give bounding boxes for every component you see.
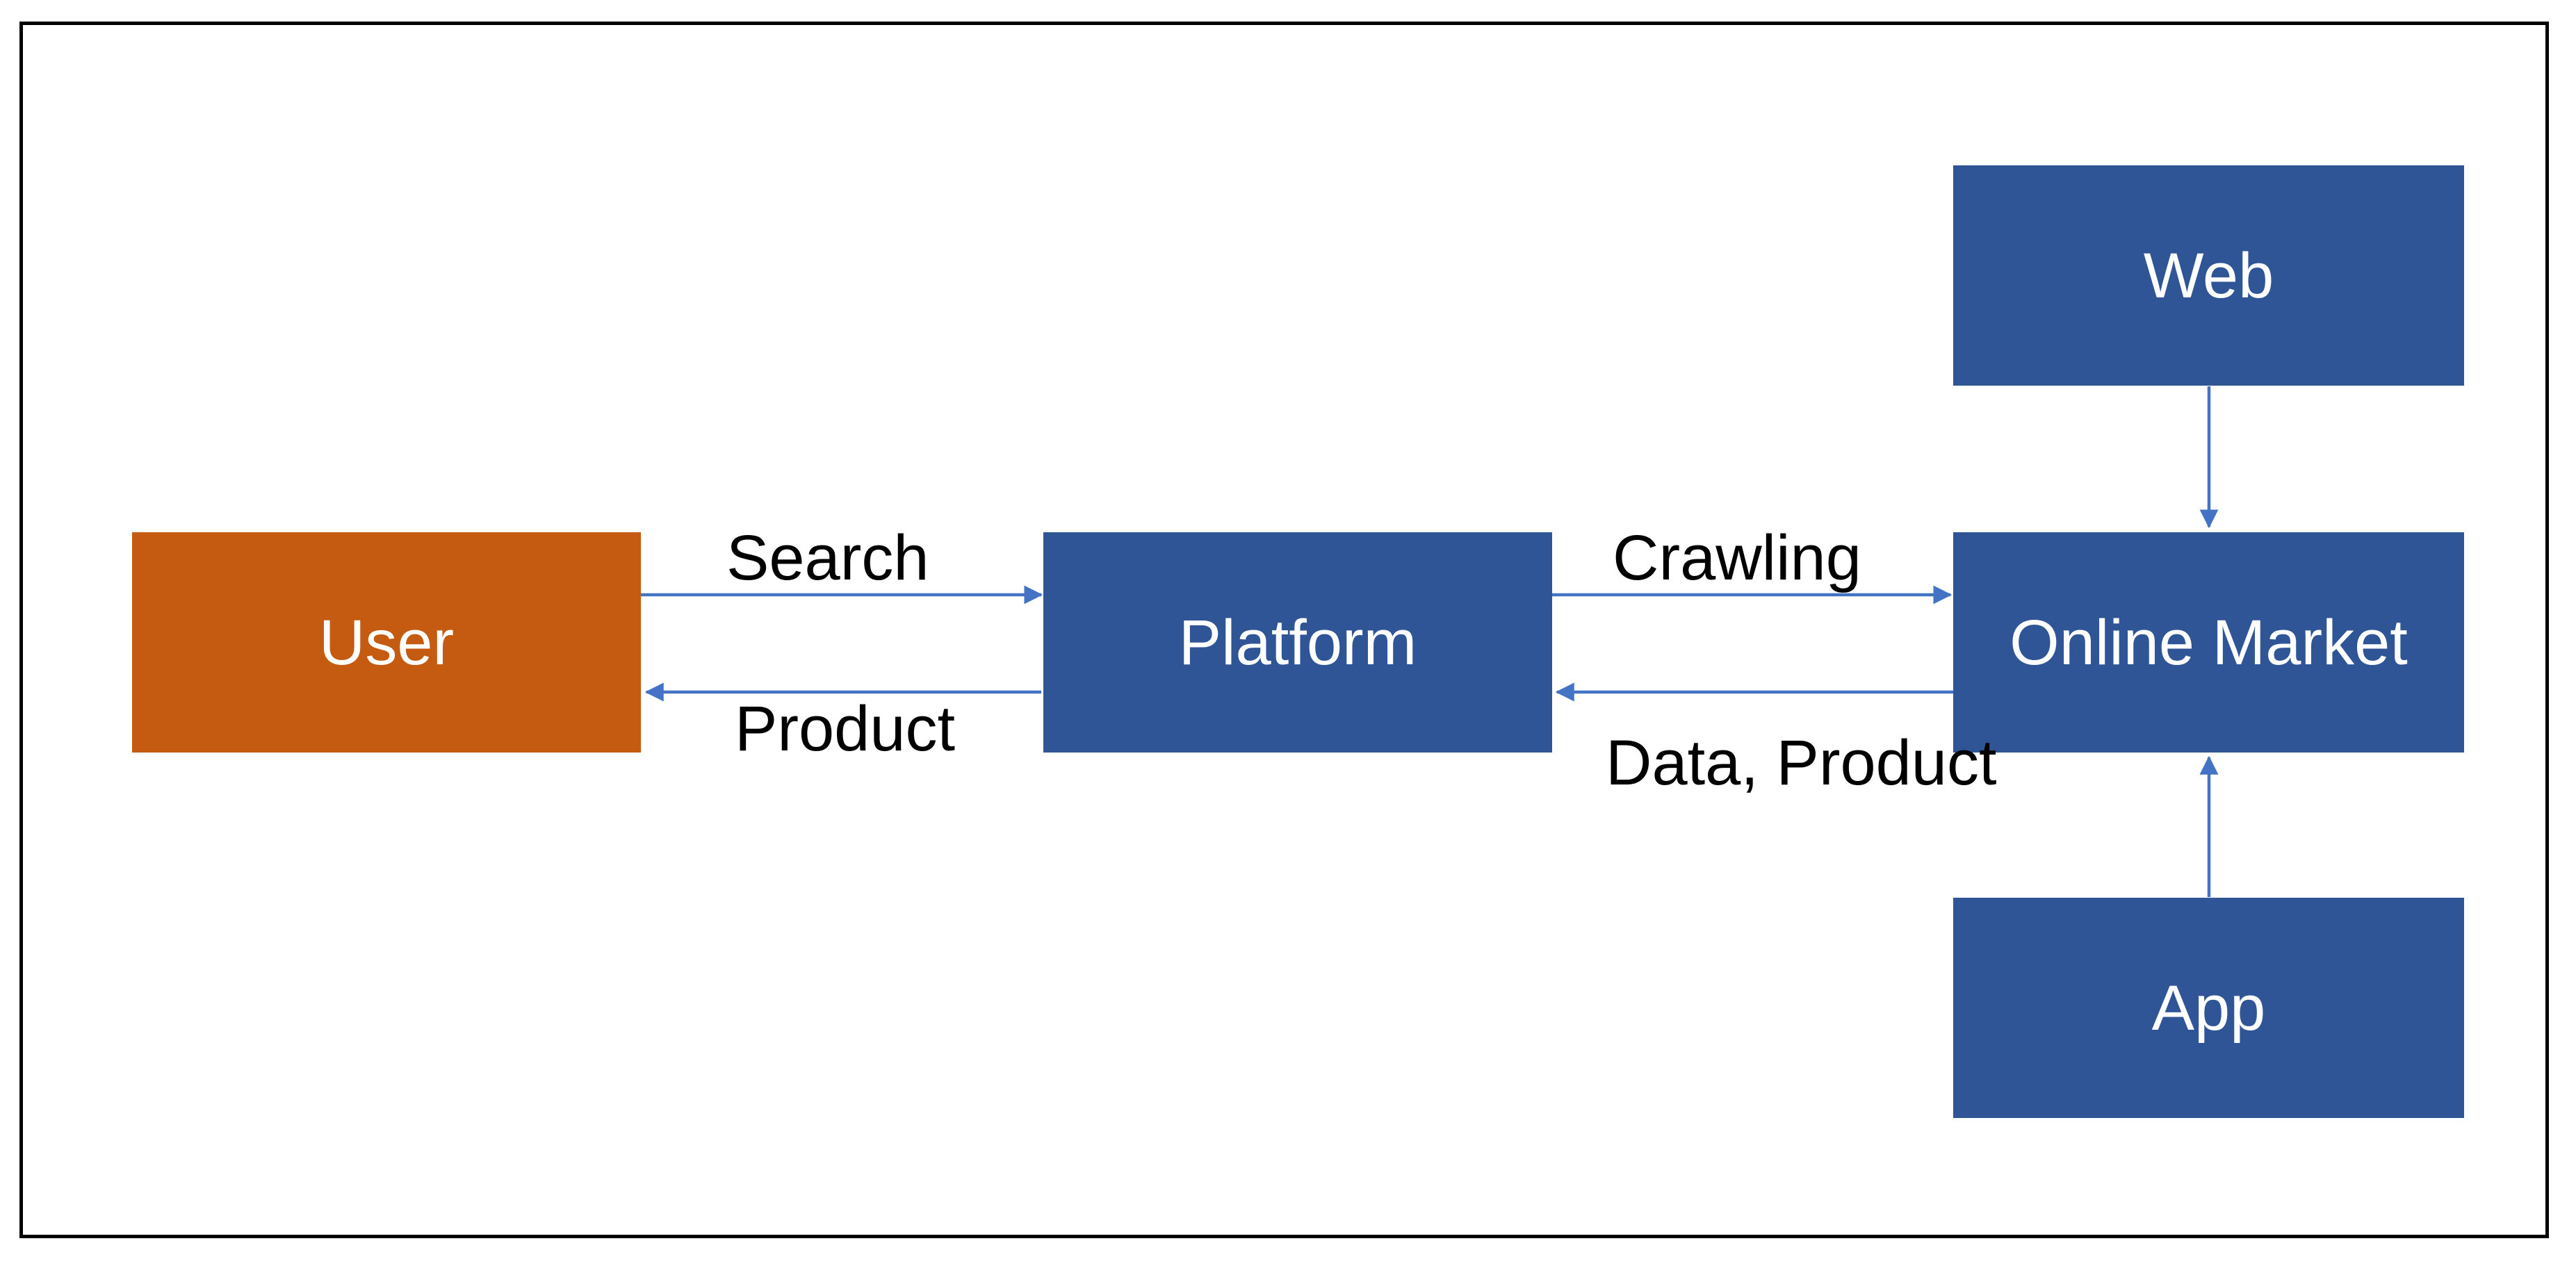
web-node-label: Web <box>2143 240 2274 311</box>
search-edge-label: Search <box>726 523 929 593</box>
online-market-node: Online Market <box>1953 532 2464 753</box>
web-node: Web <box>1953 165 2464 386</box>
user-node-label: User <box>318 607 455 678</box>
crawling-edge-label: Crawling <box>1613 523 1861 593</box>
data-product-edge-label: Data, Product <box>1606 727 1997 798</box>
app-node: App <box>1953 898 2464 1118</box>
product-edge-label: Product <box>735 693 956 764</box>
platform-node: Platform <box>1043 532 1552 753</box>
user-node: User <box>132 532 641 753</box>
app-node-label: App <box>2151 972 2266 1044</box>
platform-node-label: Platform <box>1178 607 1417 678</box>
online-market-node-label: Online Market <box>2010 607 2408 678</box>
